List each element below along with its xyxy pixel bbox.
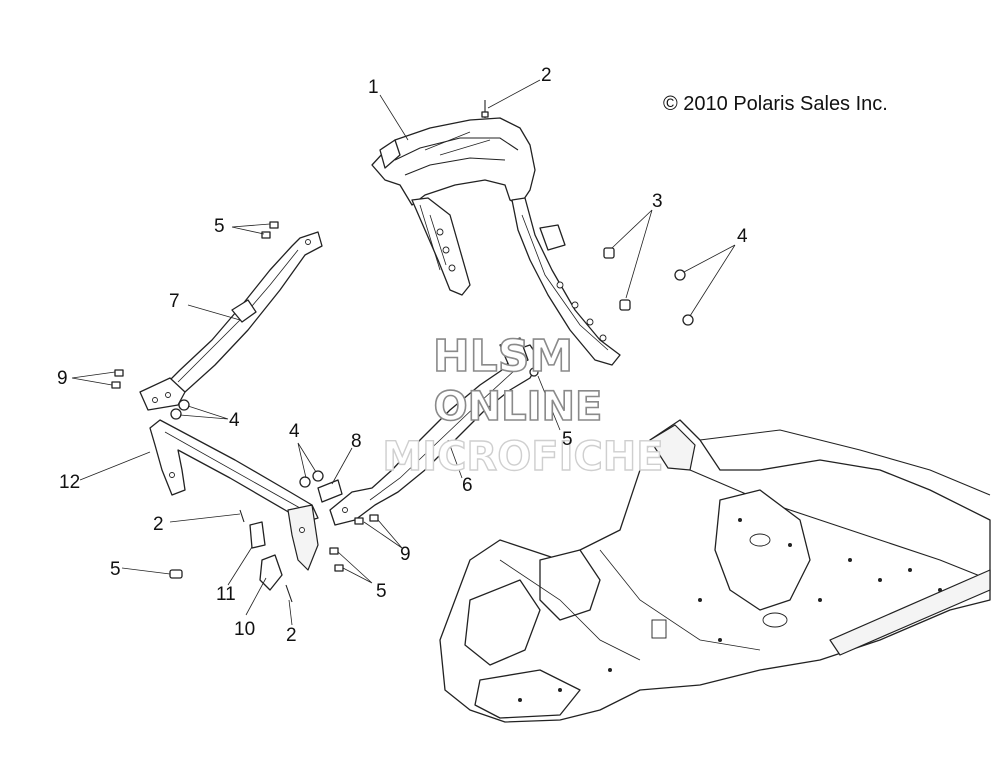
hardware (111, 100, 694, 603)
callout-label: 3 (652, 191, 663, 212)
callout-label: 5 (562, 429, 573, 450)
callout-label: 7 (169, 291, 180, 312)
callout-label: 4 (289, 421, 300, 442)
cross-member (149, 419, 319, 571)
callout-label: 11 (216, 584, 236, 605)
callouts: 1 2 3 4 5 5 7 9 4 12 4 8 6 5 2 9 5 11 5 … (57, 65, 748, 646)
callout-label: 5 (214, 216, 225, 237)
callout-label: 4 (229, 410, 240, 431)
callout-label: 5 (376, 581, 387, 602)
watermark: HLSM ONLINE MICROFICHE (382, 330, 665, 481)
callout-label: 12 (59, 472, 80, 493)
callout-label: 5 (110, 559, 121, 580)
callout-label: 2 (541, 65, 552, 86)
right-steering-bar (329, 337, 541, 526)
chassis (439, 419, 991, 723)
copyright-notice: © 2010 Polaris Sales Inc. (663, 93, 888, 115)
watermark-line-1: HLSM (433, 331, 573, 382)
callout-label: 1 (368, 77, 379, 98)
callout-label: 2 (153, 514, 164, 535)
callout-label: 8 (351, 431, 362, 452)
callout-label: 9 (57, 368, 68, 389)
leader-lines (71, 79, 736, 626)
callout-label: 9 (400, 544, 411, 565)
watermark-line-2: ONLINE (434, 384, 603, 430)
callout-label: 6 (462, 475, 473, 496)
upper-steering-support (371, 117, 621, 366)
watermark-line-3: MICROFICHE (382, 434, 663, 480)
callout-label: 4 (737, 226, 748, 247)
callout-label: 2 (286, 625, 297, 646)
callout-label: 10 (234, 619, 255, 640)
left-steering-bar (139, 231, 323, 411)
